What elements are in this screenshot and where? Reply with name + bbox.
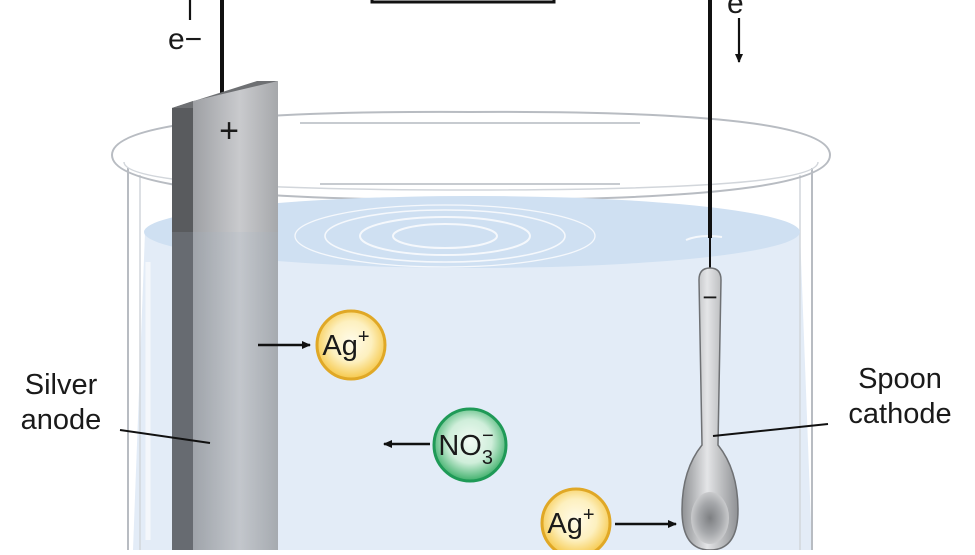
power-source [370,0,556,4]
spoon-cathode [681,238,739,551]
anode-label-line1: Silver [24,369,98,401]
ion-nitrate-anion-1: NO3− [432,407,508,483]
anode-leader-line [119,429,211,444]
anode-plus-sign: + [219,112,239,150]
ion-circle [540,487,612,555]
anode-label-line2: anode [20,404,102,436]
electron-label-right: e [727,0,744,20]
ion-formula: Ag+ [322,326,369,362]
solution-body [133,223,812,550]
beaker [127,168,813,550]
circuit-wires [220,0,712,238]
cathode-label-line2: cathode [848,398,952,430]
ion-silver-cation-2: Ag+ [540,487,612,555]
ion-formula: NO3− [438,425,493,469]
ion-arrows [258,341,677,528]
anode-label: Silver anode [6,368,116,438]
ion-layer: Ag+ NO3− Ag+ [315,309,612,555]
ion-circle [432,407,508,483]
cathode-leader-line [712,423,829,437]
ion-circle [315,309,387,381]
beaker-rim [111,110,831,202]
ion-silver-cation-0: Ag+ [315,309,387,381]
ion-formula: Ag+ [547,504,594,540]
surface-ripples [177,204,723,268]
solution-surface [144,196,800,268]
cathode-label-line1: Spoon [858,363,942,395]
silver-anode [172,81,278,550]
cathode-label: Spoon cathode [830,362,970,432]
cathode-minus-sign: − [702,282,717,312]
electron-label-left: e− [168,23,203,56]
